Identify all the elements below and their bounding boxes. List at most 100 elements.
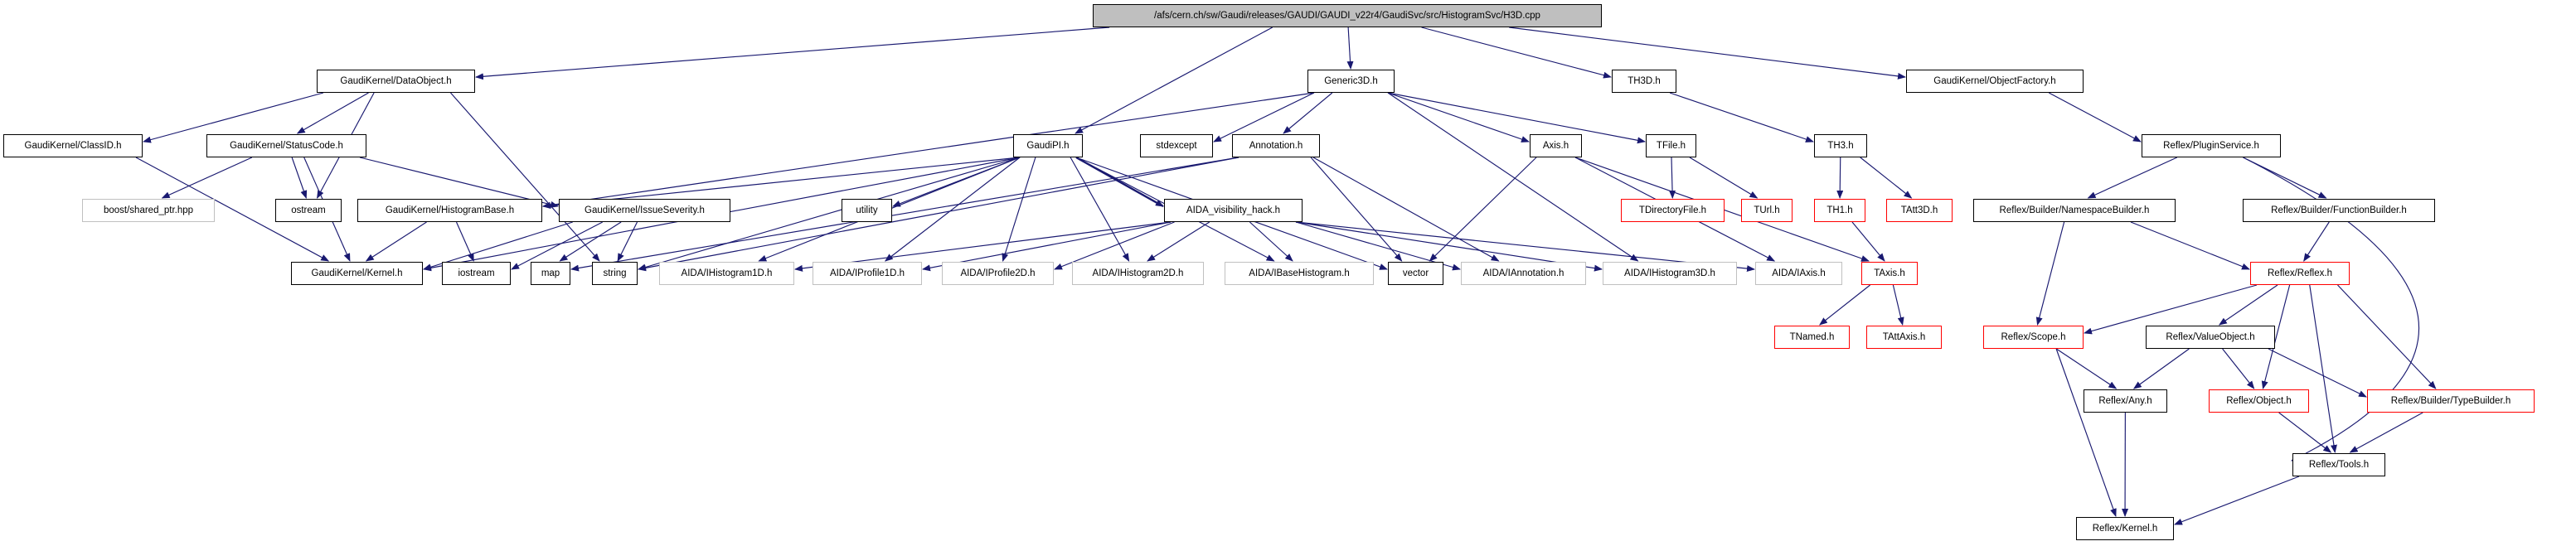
- edge-issueseverity-map: [559, 221, 622, 262]
- edge-annotation-map: [570, 157, 1239, 272]
- node-issueseverity[interactable]: GaudiKernel/IssueSeverity.h: [559, 199, 730, 222]
- edge-scope-rkernel: [2055, 348, 2117, 517]
- edge-vishack-ibasehist: [1249, 221, 1293, 262]
- node-tfile[interactable]: TFile.h: [1646, 134, 1696, 157]
- edge-vishack-ihist2d: [1147, 221, 1210, 262]
- node-object[interactable]: Reflex/Object.h: [2209, 389, 2309, 413]
- node-tdirectoryfile[interactable]: TDirectoryFile.h: [1621, 199, 1725, 222]
- edge-reflex-valueobject: [2218, 284, 2278, 326]
- node-kernel[interactable]: GaudiKernel/Kernel.h: [291, 262, 423, 285]
- node-turl[interactable]: TUrl.h: [1741, 199, 1793, 222]
- edge-valueobject-any: [2132, 348, 2190, 389]
- node-taxis[interactable]: TAxis.h: [1861, 262, 1918, 285]
- edge-annotation-string: [638, 157, 1239, 272]
- edge-vishack-iaxis: [1295, 221, 1755, 273]
- edge-axis-vector: [1429, 157, 1537, 262]
- edge-generic3d-ihist3d: [1387, 92, 1639, 262]
- node-ostream: ostream: [275, 199, 342, 222]
- node-histogrambase[interactable]: GaudiKernel/HistogramBase.h: [357, 199, 542, 222]
- node-iprof1d: AIDA/IProfile1D.h: [813, 262, 922, 285]
- node-tools[interactable]: Reflex/Tools.h: [2292, 453, 2385, 476]
- node-boost: boost/shared_ptr.hpp: [82, 199, 215, 222]
- edge-functionbuilder-reflex: [2303, 221, 2330, 262]
- edge-th3-tatt3d: [1860, 157, 1913, 199]
- edge-annotation-iannotation: [1312, 157, 1500, 262]
- edge-root-gaudipi: [1075, 27, 1273, 134]
- node-annotation[interactable]: Annotation.h: [1232, 134, 1320, 157]
- edge-issueseverity-kernel: [423, 221, 573, 271]
- edge-root-dataobject: [475, 27, 1110, 80]
- node-reflex[interactable]: Reflex/Reflex.h: [2250, 262, 2350, 285]
- node-ihist1d: AIDA/IHistogram1D.h: [659, 262, 794, 285]
- edge-th3-th1: [1836, 157, 1844, 199]
- edge-issueseverity-string: [617, 221, 638, 262]
- node-rkernel[interactable]: Reflex/Kernel.h: [2076, 517, 2174, 540]
- edge-dataobject-classid: [143, 92, 324, 143]
- edge-namespacebuilder-scope: [2035, 221, 2065, 326]
- node-iaxis: AIDA/IAxis.h: [1755, 262, 1842, 285]
- edge-taxis-tnamed: [1819, 284, 1870, 326]
- edge-reflex-typebuilder: [2337, 284, 2437, 389]
- edge-vishack-iprof1d: [922, 221, 1172, 272]
- edge-gaudipi-vishack: [1075, 156, 1164, 208]
- node-map: map: [531, 262, 570, 285]
- node-th3[interactable]: TH3.h: [1814, 134, 1867, 157]
- node-generic3d[interactable]: Generic3D.h: [1307, 70, 1395, 93]
- node-th1[interactable]: TH1.h: [1814, 199, 1865, 222]
- node-objectfactory[interactable]: GaudiKernel/ObjectFactory.h: [1906, 70, 2084, 93]
- node-valueobject[interactable]: Reflex/ValueObject.h: [2146, 326, 2275, 349]
- edge-dataobject-string: [450, 92, 600, 262]
- edge-vishack-ihist3d: [1295, 221, 1603, 272]
- node-any[interactable]: Reflex/Any.h: [2084, 389, 2167, 413]
- edge-gaudipi-iprof1d: [885, 157, 1021, 262]
- edge-reflex-tools: [2309, 284, 2337, 453]
- node-tattaxis[interactable]: TAttAxis.h: [1866, 326, 1942, 349]
- edge-annotation-vector: [1310, 157, 1403, 262]
- edge-reflex-object: [2261, 284, 2291, 389]
- edge-scope-any: [2055, 348, 2118, 389]
- edge-vishack-ihist1d: [794, 221, 1172, 272]
- edge-histogrambase-kernel: [365, 221, 427, 262]
- edge-generic3d-annotation: [1283, 92, 1333, 134]
- edge-root-th3d: [1421, 27, 1612, 79]
- node-axis[interactable]: Axis.h: [1530, 134, 1582, 157]
- node-dataobject[interactable]: GaudiKernel/DataObject.h: [317, 70, 475, 93]
- edge-gaudipi-histogrambase: [542, 157, 1021, 210]
- edge-object-tools: [2278, 412, 2332, 453]
- edge-namespacebuilder-reflex: [2130, 221, 2250, 270]
- node-typebuilder[interactable]: Reflex/Builder/TypeBuilder.h: [2367, 389, 2535, 413]
- edge-histogrambase-iostream: [455, 221, 474, 262]
- edge-th1-taxis: [1851, 221, 1885, 262]
- node-vector: vector: [1388, 262, 1443, 285]
- edge-generic3d-stdexcept: [1213, 92, 1315, 143]
- node-tatt3d[interactable]: TAtt3D.h: [1886, 199, 1953, 222]
- node-pluginservice[interactable]: Reflex/PluginService.h: [2142, 134, 2281, 157]
- node-iprof2d: AIDA/IProfile2D.h: [942, 262, 1054, 285]
- node-tnamed[interactable]: TNamed.h: [1774, 326, 1850, 349]
- node-classid[interactable]: GaudiKernel/ClassID.h: [3, 134, 143, 157]
- node-vishack[interactable]: AIDA_visibility_hack.h: [1164, 199, 1303, 222]
- edge-tools-rkernel: [2174, 476, 2300, 525]
- edge-taxis-tattaxis: [1892, 284, 1904, 326]
- edge-gaudipi-string: [638, 157, 1021, 271]
- node-ihist2d: AIDA/IHistogram2D.h: [1072, 262, 1204, 285]
- node-gaudipi[interactable]: GaudiPI.h: [1013, 134, 1083, 157]
- node-root: /afs/cern.ch/sw/Gaudi/releases/GAUDI/GAU…: [1093, 4, 1602, 27]
- edge-generic3d-tfile: [1387, 92, 1646, 144]
- edge-pluginservice-namespacebuilder: [2087, 157, 2177, 199]
- node-th3d[interactable]: TH3D.h: [1612, 70, 1676, 93]
- node-iostream: iostream: [442, 262, 511, 285]
- node-scope[interactable]: Reflex/Scope.h: [1983, 326, 2084, 349]
- edge-dataobject-statuscode: [296, 92, 369, 134]
- node-functionbuilder[interactable]: Reflex/Builder/FunctionBuilder.h: [2243, 199, 2435, 222]
- edge-issueseverity-iostream: [511, 221, 604, 270]
- edge-reflex-scope: [2084, 284, 2258, 335]
- node-stdexcept: stdexcept: [1140, 134, 1213, 157]
- node-utility: utility: [842, 199, 892, 222]
- node-ihist3d: AIDA/IHistogram3D.h: [1603, 262, 1737, 285]
- node-namespacebuilder[interactable]: Reflex/Builder/NamespaceBuilder.h: [1973, 199, 2176, 222]
- edge-vishack-iannotation: [1295, 221, 1461, 271]
- node-statuscode[interactable]: GaudiKernel/StatusCode.h: [206, 134, 366, 157]
- edge-typebuilder-tools: [2349, 412, 2423, 453]
